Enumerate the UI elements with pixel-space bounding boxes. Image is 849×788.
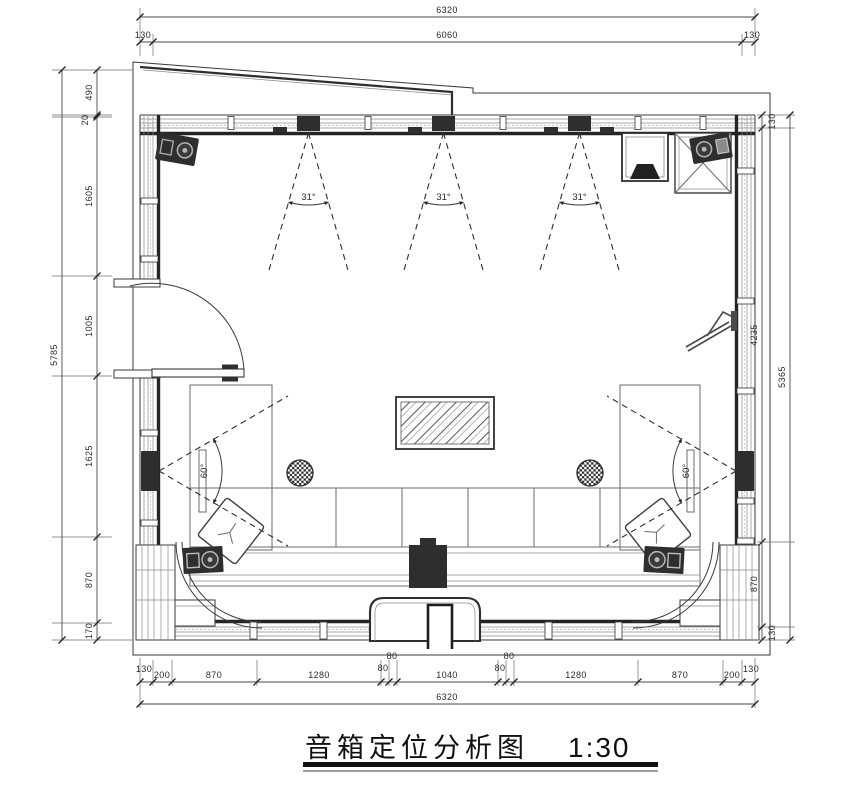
wall-bracket-right bbox=[685, 310, 738, 352]
door-handle bbox=[222, 364, 238, 369]
ceiling-speaker-1 bbox=[297, 116, 320, 131]
corner-speaker-top-right bbox=[689, 132, 733, 164]
speaker-cone-31-3: 31° bbox=[538, 132, 621, 273]
curved-cabinet-left bbox=[135, 541, 263, 641]
floor-speaker-bottom-left bbox=[182, 546, 224, 574]
dim-bot-80c: 80 bbox=[495, 663, 506, 673]
door-swing-arc bbox=[129, 282, 245, 372]
bottom-opening bbox=[428, 605, 452, 649]
corner-speaker-top-left bbox=[155, 132, 199, 166]
dim-right-130b: 130 bbox=[767, 625, 777, 641]
dim-left-490: 490 bbox=[84, 84, 94, 100]
dim-bot-80a: 80 bbox=[378, 663, 389, 673]
dim-bot-overall: 6320 bbox=[436, 692, 458, 702]
dim-bot-200l: 200 bbox=[154, 670, 170, 680]
dim-left-170: 170 bbox=[84, 623, 94, 639]
ceiling-speaker-3 bbox=[568, 116, 591, 131]
dim-right-overall: 5365 bbox=[777, 366, 787, 388]
dim-bot-1040: 1040 bbox=[436, 670, 458, 680]
dim-bot-80b: 80 bbox=[387, 651, 398, 661]
wall-speaker-right: 60° bbox=[606, 395, 754, 547]
dim-left-1605: 1605 bbox=[84, 185, 94, 207]
dim-bot-130r: 130 bbox=[743, 664, 759, 674]
dim-bot-1280l: 1280 bbox=[308, 670, 330, 680]
ceiling-speaker-2 bbox=[432, 116, 455, 131]
bottom-protrusion bbox=[368, 596, 482, 649]
dim-left-1625: 1625 bbox=[84, 445, 94, 467]
coffee-table bbox=[395, 396, 495, 450]
dim-left-870: 870 bbox=[84, 572, 94, 588]
center-subwoofer bbox=[409, 538, 447, 588]
dimension-left: 490 20 1605 1005 1625 870 170 5785 bbox=[49, 66, 133, 644]
speaker-cone-31-2: 31° bbox=[402, 132, 485, 273]
speaker-cone-31-1: 31° bbox=[267, 132, 350, 273]
dim-bot-1280r: 1280 bbox=[565, 670, 587, 680]
wall-speaker-left: 60° bbox=[141, 395, 289, 547]
dim-top-130r: 130 bbox=[744, 30, 760, 40]
angle-label-31-1: 31° bbox=[301, 192, 316, 203]
dim-right-870: 870 bbox=[749, 576, 759, 592]
angle-label-31-2: 31° bbox=[436, 192, 451, 203]
dim-top-overall: 6320 bbox=[436, 5, 458, 15]
dimension-bottom: 130 200 870 1280 80 80 1040 80 80 1280 8… bbox=[136, 651, 759, 708]
drawing-title: 音箱定位分析图 bbox=[305, 733, 529, 763]
floor-speaker-bottom-right bbox=[643, 546, 685, 574]
dim-bot-130l: 130 bbox=[136, 664, 152, 674]
sub-cabinet bbox=[621, 132, 669, 182]
angle-label-31-3: 31° bbox=[572, 192, 587, 203]
dim-bot-870l: 870 bbox=[206, 670, 222, 680]
title-underline bbox=[303, 762, 658, 767]
angle-label-60-right: 60° bbox=[681, 464, 692, 479]
wall-studs bbox=[140, 116, 755, 640]
dim-bot-200r: 200 bbox=[724, 670, 740, 680]
dimension-top: 6320 130 6060 130 bbox=[135, 5, 760, 56]
dim-left-1005: 1005 bbox=[84, 315, 94, 337]
slanted-wall bbox=[139, 65, 454, 115]
dim-left-20: 20 bbox=[80, 115, 90, 126]
door-jamb-top bbox=[113, 278, 161, 288]
dimension-right: 130 4235 870 130 5365 bbox=[749, 111, 795, 644]
dim-bot-870r: 870 bbox=[672, 670, 688, 680]
sofa-seat bbox=[189, 487, 701, 548]
dim-top-130l: 130 bbox=[135, 30, 151, 40]
stool-left bbox=[286, 459, 314, 487]
drawing-scale: 1:30 bbox=[568, 732, 631, 763]
curved-cabinet-right bbox=[632, 541, 760, 641]
ceiling-speakers: 31° 31° 31° bbox=[267, 116, 621, 273]
equipment-top-right bbox=[621, 132, 733, 194]
stool-right bbox=[576, 459, 604, 487]
dim-top-6060: 6060 bbox=[436, 30, 458, 40]
dim-left-overall: 5785 bbox=[49, 344, 59, 366]
outer-boundary bbox=[132, 61, 771, 656]
angle-label-60-left: 60° bbox=[199, 464, 210, 479]
title-block: 音箱定位分析图 1:30 bbox=[303, 732, 658, 772]
dim-right-4235: 4235 bbox=[749, 324, 759, 346]
dim-right-130t: 130 bbox=[767, 113, 777, 129]
door bbox=[113, 278, 245, 382]
dim-bot-80d: 80 bbox=[504, 651, 515, 661]
door-leaf bbox=[151, 368, 245, 378]
